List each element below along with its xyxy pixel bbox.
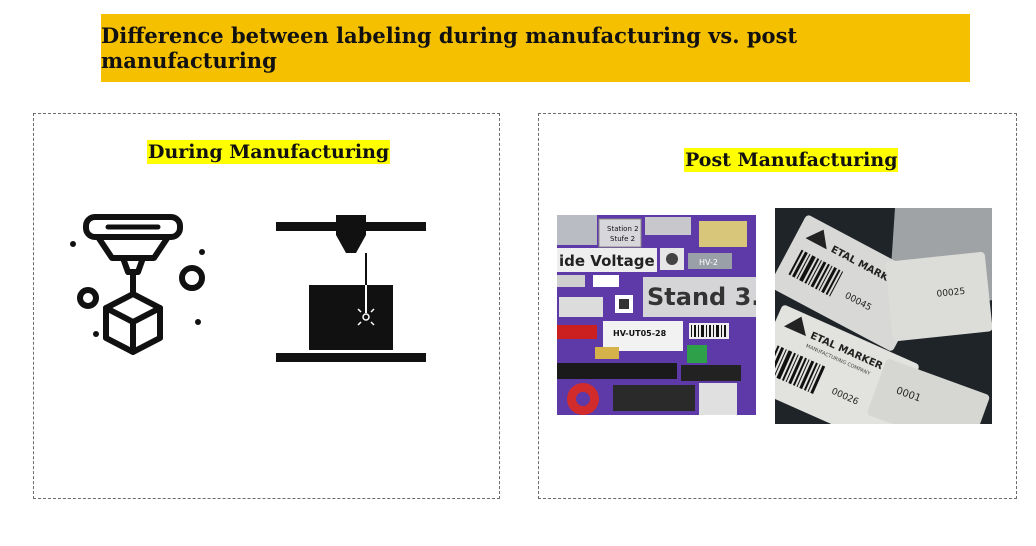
title-banner: Difference between labeling during manuf… bbox=[101, 14, 970, 82]
stand-label-text: Stand 3. bbox=[647, 283, 756, 311]
post-manufacturing-panel bbox=[538, 113, 1017, 499]
3d-printer-nozzle-icon bbox=[68, 210, 213, 374]
post-manufacturing-heading: Post Manufacturing bbox=[684, 148, 899, 172]
during-manufacturing-heading: During Manufacturing bbox=[147, 140, 391, 164]
hv2-label-text: HV-2 bbox=[699, 258, 718, 267]
printer-gantry-icon bbox=[275, 213, 427, 371]
number-text-2: 00025 bbox=[936, 287, 966, 300]
stufe-label-text: Stufe 2 bbox=[610, 235, 635, 243]
voltage-label-text: ide Voltage bbox=[559, 252, 655, 270]
during-manufacturing-panel bbox=[33, 113, 500, 499]
barcode-tags-photo: ETAL MARKER 00045 00025 ETAL MARKER MANU… bbox=[775, 208, 992, 424]
hv-label-text: HV-UT05-28 bbox=[613, 329, 667, 338]
station-label-text: Station 2 bbox=[607, 225, 639, 233]
page-title: Difference between labeling during manuf… bbox=[101, 23, 798, 73]
label-board-photo: Station 2 Stufe 2 ide Voltage HV-2 Stand… bbox=[557, 215, 756, 415]
